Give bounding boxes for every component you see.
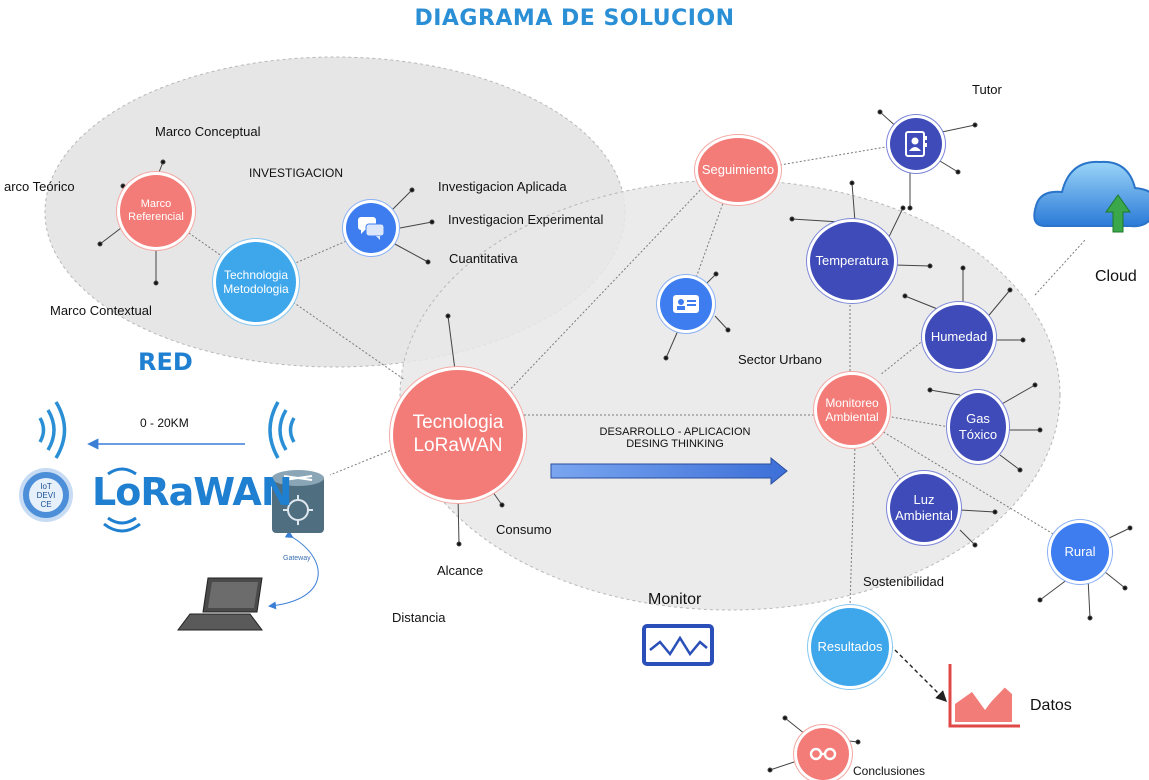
- conclusiones-node[interactable]: [797, 728, 849, 780]
- marco-conceptual-label: Marco Conceptual: [155, 124, 261, 139]
- consumo-label: Consumo: [496, 522, 552, 537]
- alcance-label: Alcance: [437, 563, 484, 578]
- tutor-node[interactable]: [890, 118, 942, 170]
- inv-experimental-label: Investigacion Experimental: [448, 212, 604, 227]
- chat-bubbles-icon: [358, 217, 385, 240]
- id-card-icon: [673, 295, 699, 313]
- lorawan-logo: LoRaWAN: [92, 470, 293, 514]
- lorawan-logo-waves: [103, 467, 141, 533]
- glasses-icon: [809, 747, 837, 761]
- cloud-icon: [1033, 160, 1149, 233]
- monitor-label: Monitor: [648, 591, 702, 608]
- cuantitativa-label: Cuantitativa: [449, 251, 518, 266]
- gateway-link-arrow: [268, 530, 319, 610]
- laptop-icon: [177, 577, 263, 631]
- marco-teorico-label: arco Teórico: [4, 179, 75, 194]
- marco-referencial-node[interactable]: Marco Referencial: [120, 175, 192, 247]
- iot-device-label: IoT DEVI CE: [36, 482, 56, 509]
- temperatura-node[interactable]: Temperatura: [810, 222, 894, 300]
- page-title: DIAGRAMA DE SOLUCION: [414, 6, 735, 31]
- gateway-label: Gateway: [283, 555, 311, 562]
- investigacion-label: INVESTIGACION: [249, 166, 344, 180]
- tutor-label: Tutor: [972, 82, 1002, 97]
- range-label: 0 - 20KM: [140, 416, 189, 430]
- lorawan-center-node[interactable]: Tecnologia LoRaWAN: [393, 370, 523, 500]
- gateway-router-icon: [272, 470, 324, 533]
- desarrollo-arrow: [550, 456, 788, 486]
- gateway-signal-icon: [268, 401, 296, 459]
- distancia-label: Distancia: [392, 610, 446, 625]
- datos-chart-icon: [948, 664, 1020, 728]
- rural-node[interactable]: Rural: [1051, 523, 1109, 581]
- resultados-to-datos-arrow: [889, 644, 947, 702]
- seguimiento-node[interactable]: Seguimiento: [698, 138, 778, 202]
- cloud-label: Cloud: [1095, 268, 1137, 285]
- inv-aplicada-label: Investigacion Aplicada: [438, 179, 567, 194]
- red-label: RED: [138, 348, 193, 376]
- resultados-node[interactable]: Resultados: [811, 608, 889, 686]
- metodologia-node[interactable]: Technologia Metodologia: [216, 242, 296, 322]
- datos-label: Datos: [1030, 697, 1072, 714]
- iot-signal-icon: [38, 401, 67, 459]
- luz-node[interactable]: Luz Ambiental: [890, 474, 958, 542]
- humedad-node[interactable]: Humedad: [925, 305, 993, 369]
- sector-urbano-label: Sector Urbano: [738, 352, 822, 367]
- marco-contextual-label: Marco Contextual: [50, 303, 152, 318]
- monitor-icon: [642, 624, 714, 666]
- conclusiones-label: Conclusiones: [853, 764, 926, 778]
- contact-book-icon: [905, 131, 927, 157]
- monitoreo-node[interactable]: Monitoreo Ambiental: [817, 375, 887, 445]
- chat-node[interactable]: [346, 203, 396, 253]
- gas-node[interactable]: Gas Tóxico: [950, 393, 1006, 461]
- sector-urbano-node[interactable]: [660, 278, 712, 330]
- desarrollo-arrow-label: DESARROLLO - APLICACION DESING THINKING: [599, 426, 751, 450]
- sostenibilidad-label: Sostenibilidad: [863, 574, 944, 589]
- spokes: [97, 109, 1133, 773]
